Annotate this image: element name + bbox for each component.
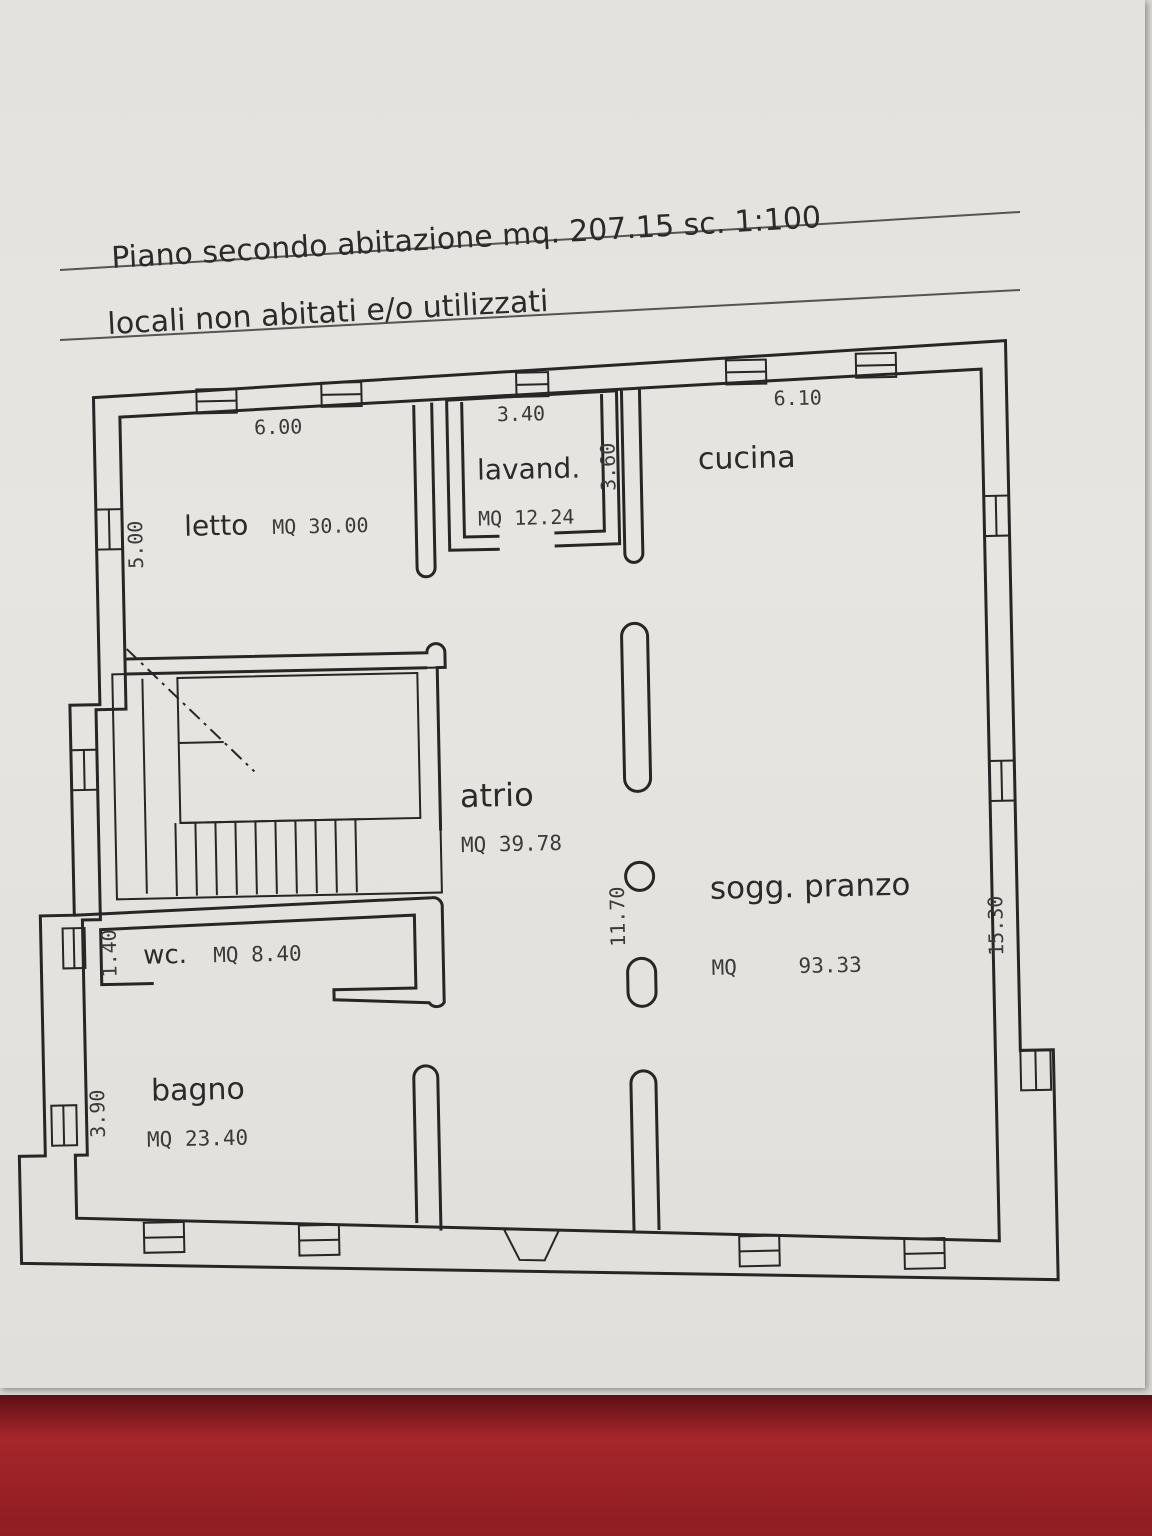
plan-walls <box>17 338 1060 1282</box>
windows-right <box>982 494 1053 1092</box>
wall-lavanderia <box>445 389 622 552</box>
lavanderia-depth: 3.60 <box>596 443 621 492</box>
column-elongated <box>620 621 653 793</box>
soggiorno-label: sogg. pranzo <box>710 867 911 907</box>
stairwell <box>111 648 443 901</box>
lavanderia-label: lavand. <box>477 452 581 487</box>
wc-area: MQ 8.40 <box>213 941 302 967</box>
cucina-width: 6.10 <box>773 385 822 410</box>
wc-label: wc. <box>143 940 187 971</box>
letto-width: 6.00 <box>254 414 303 439</box>
paper-sheet <box>0 0 1145 1388</box>
cucina-label: cucina <box>698 440 796 477</box>
column-oval <box>626 956 658 1008</box>
wall-wc <box>74 896 446 1009</box>
bagno-depth: 3.90 <box>85 1089 110 1138</box>
column-round <box>624 860 656 892</box>
letto-label: letto <box>184 508 249 542</box>
lavanderia-area: MQ 12.24 <box>478 505 575 531</box>
wall-letto-bottom <box>124 642 447 831</box>
wc-depth: 1.40 <box>97 929 122 978</box>
red-table-surface <box>0 1395 1152 1536</box>
wall-bagno-right <box>412 1064 443 1231</box>
letto-area: MQ 30.00 <box>272 513 369 539</box>
letto-depth: 5.00 <box>123 520 148 569</box>
header-subtitle: locali non abitati e/o utilizzati <box>107 284 550 342</box>
atrio-depth: 11.70 <box>605 886 630 947</box>
wall-letto-right <box>412 402 437 579</box>
windows-bottom <box>142 1220 946 1270</box>
atrio-area: MQ 39.78 <box>461 831 563 857</box>
bagno-area: MQ 23.40 <box>147 1126 249 1152</box>
wall-lavanderia-right <box>619 388 645 564</box>
windows-top <box>195 351 898 415</box>
header: Piano secondo abitazione mq. 207.15 sc. … <box>59 200 1021 342</box>
soggiorno-depth: 15.30 <box>983 895 1008 956</box>
windows-left <box>50 508 124 1147</box>
outer-wall-inner <box>73 367 1001 1243</box>
soggiorno-area-label: MQ <box>711 955 737 980</box>
header-title: Piano secondo abitazione mq. 207.15 sc. … <box>110 200 822 276</box>
soggiorno-area-value: 93.33 <box>798 953 862 978</box>
wall-atrio-right <box>629 1069 661 1231</box>
bagno-label: bagno <box>151 1072 246 1109</box>
plan-labels: 6.00 5.00 letto MQ 30.00 3.40 3.60 lavan… <box>85 385 1008 1152</box>
lavanderia-width: 3.40 <box>497 401 546 426</box>
atrio-label: atrio <box>459 776 534 816</box>
